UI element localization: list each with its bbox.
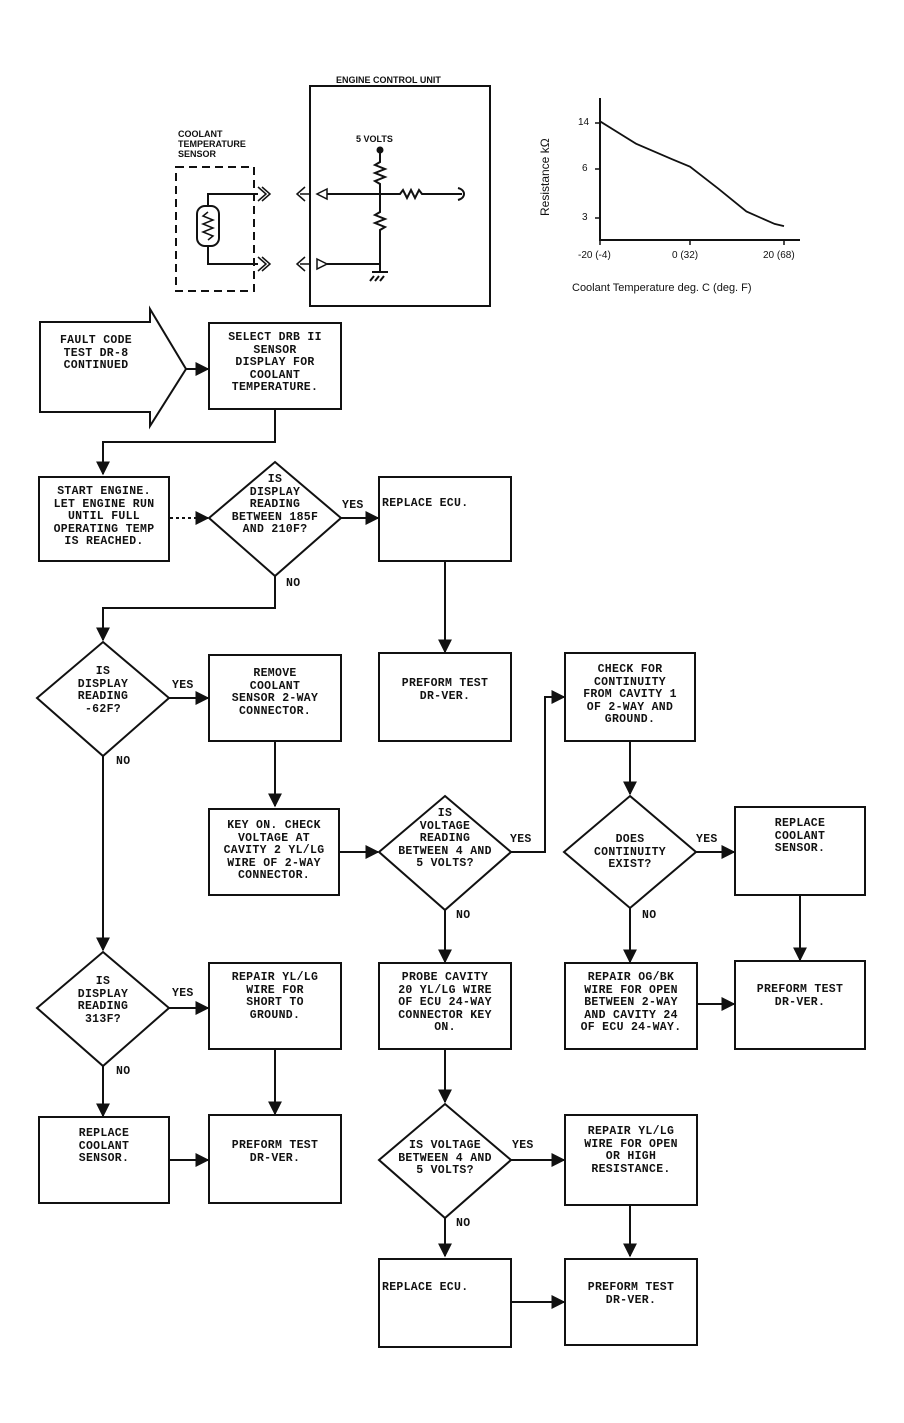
box-replace-sensor-1-text: REPLACE COOLANT SENSOR. — [774, 817, 826, 855]
box-select-drb-text: SELECT DRB II SENSOR DISPLAY FOR COOLANT… — [228, 331, 322, 394]
chart-x-label: Coolant Temperature deg. C (deg. F) — [572, 282, 752, 294]
decision-d6-text: IS VOLTAGE BETWEEN 4 AND 5 VOLTS? — [398, 1139, 492, 1177]
d3-yes-label: YES — [510, 833, 532, 846]
sensor-label: COOLANT TEMPERATURE SENSOR — [178, 129, 246, 159]
five-volts-label: 5 VOLTS — [356, 134, 393, 144]
box-perform-test-4 — [564, 1258, 698, 1346]
box-replace-ecu-2 — [378, 1258, 512, 1348]
box-perform-test-2-text: PREFORM TEST DR-VER. — [756, 983, 844, 1009]
sensor-box — [175, 166, 255, 292]
decision-d3-text: IS VOLTAGE READING BETWEEN 4 AND 5 VOLTS… — [398, 807, 492, 870]
box-key-on-check — [208, 808, 340, 896]
box-replace-ecu-1-text: REPLACE ECU. — [382, 497, 469, 510]
box-replace-ecu-2-text: REPLACE ECU. — [382, 1281, 469, 1294]
ecu-label: ENGINE CONTROL UNIT — [336, 75, 441, 85]
box-perform-test-4-text: PREFORM TEST DR-VER. — [587, 1281, 675, 1307]
box-repair-open-yl — [564, 1114, 698, 1206]
box-perform-test-1-text: PREFORM TEST DR-VER. — [401, 677, 489, 703]
y-tick-3: 3 — [582, 212, 588, 223]
box-probe-cavity-text: PROBE CAVITY 20 YL/LG WIRE OF ECU 24-WAY… — [398, 971, 492, 1034]
box-key-on-check-text: KEY ON. CHECK VOLTAGE AT CAVITY 2 YL/LG … — [223, 819, 325, 882]
box-replace-sensor-2-text: REPLACE COOLANT SENSOR. — [78, 1127, 130, 1165]
decision-d4-text: DOES CONTINUITY EXIST? — [593, 833, 666, 871]
start-arrow-shape — [39, 305, 188, 430]
box-perform-test-1 — [378, 652, 512, 742]
box-start-engine — [38, 476, 170, 562]
box-repair-open-og-text: REPAIR OG/BK WIRE FOR OPEN BETWEEN 2-WAY… — [580, 971, 682, 1034]
box-start-engine-text: START ENGINE. LET ENGINE RUN UNTIL FULL … — [53, 485, 155, 548]
d2-yes-label: YES — [172, 679, 194, 692]
box-probe-cavity — [378, 962, 512, 1050]
decision-d1-text: IS DISPLAY READING BETWEEN 185F AND 210F… — [231, 473, 319, 536]
box-replace-sensor-1 — [734, 806, 866, 896]
box-remove-sensor — [208, 654, 342, 742]
d6-no-label: NO — [456, 1217, 471, 1230]
decision-d2-text: IS DISPLAY READING -62F? — [77, 665, 129, 716]
ecu-box — [309, 85, 491, 307]
box-perform-test-3-text: PREFORM TEST DR-VER. — [231, 1139, 319, 1165]
decision-d5-text: IS DISPLAY READING 313F? — [77, 975, 129, 1026]
x-tick-20: 20 (68) — [763, 250, 795, 261]
start-arrow-text: FAULT CODE TEST DR-8 CONTINUED — [59, 334, 132, 372]
x-tick-0: 0 (32) — [672, 250, 699, 261]
d5-yes-label: YES — [172, 987, 194, 1000]
d5-no-label: NO — [116, 1065, 131, 1078]
y-tick-6: 6 — [582, 163, 588, 174]
box-repair-open-og — [564, 962, 698, 1050]
chart-axes — [599, 98, 800, 241]
box-remove-sensor-text: REMOVE COOLANT SENSOR 2-WAY CONNECTOR. — [231, 667, 319, 718]
y-tick-14: 14 — [578, 117, 590, 128]
box-repair-short-text: REPAIR YL/LG WIRE FOR SHORT TO GROUND. — [231, 971, 319, 1022]
x-tick-neg20: -20 (-4) — [578, 250, 611, 261]
box-perform-test-3 — [208, 1114, 342, 1204]
d6-yes-label: YES — [512, 1139, 534, 1152]
box-check-continuity — [564, 652, 696, 742]
d4-no-label: NO — [642, 909, 657, 922]
d4-yes-label: YES — [696, 833, 718, 846]
box-perform-test-2 — [734, 960, 866, 1050]
d1-no-label: NO — [286, 577, 301, 590]
box-select-drb — [208, 322, 342, 410]
box-repair-short — [208, 962, 342, 1050]
box-replace-sensor-2 — [38, 1116, 170, 1204]
d3-no-label: NO — [456, 909, 471, 922]
box-check-continuity-text: CHECK FOR CONTINUITY FROM CAVITY 1 OF 2-… — [583, 663, 677, 726]
box-repair-open-yl-text: REPAIR YL/LG WIRE FOR OPEN OR HIGH RESIS… — [584, 1125, 678, 1176]
resistance-curve — [599, 120, 785, 227]
d2-no-label: NO — [116, 755, 131, 768]
chart-y-label: Resistance kΩ — [538, 138, 552, 216]
box-replace-ecu-1 — [378, 476, 512, 562]
d1-yes-label: YES — [342, 499, 364, 512]
